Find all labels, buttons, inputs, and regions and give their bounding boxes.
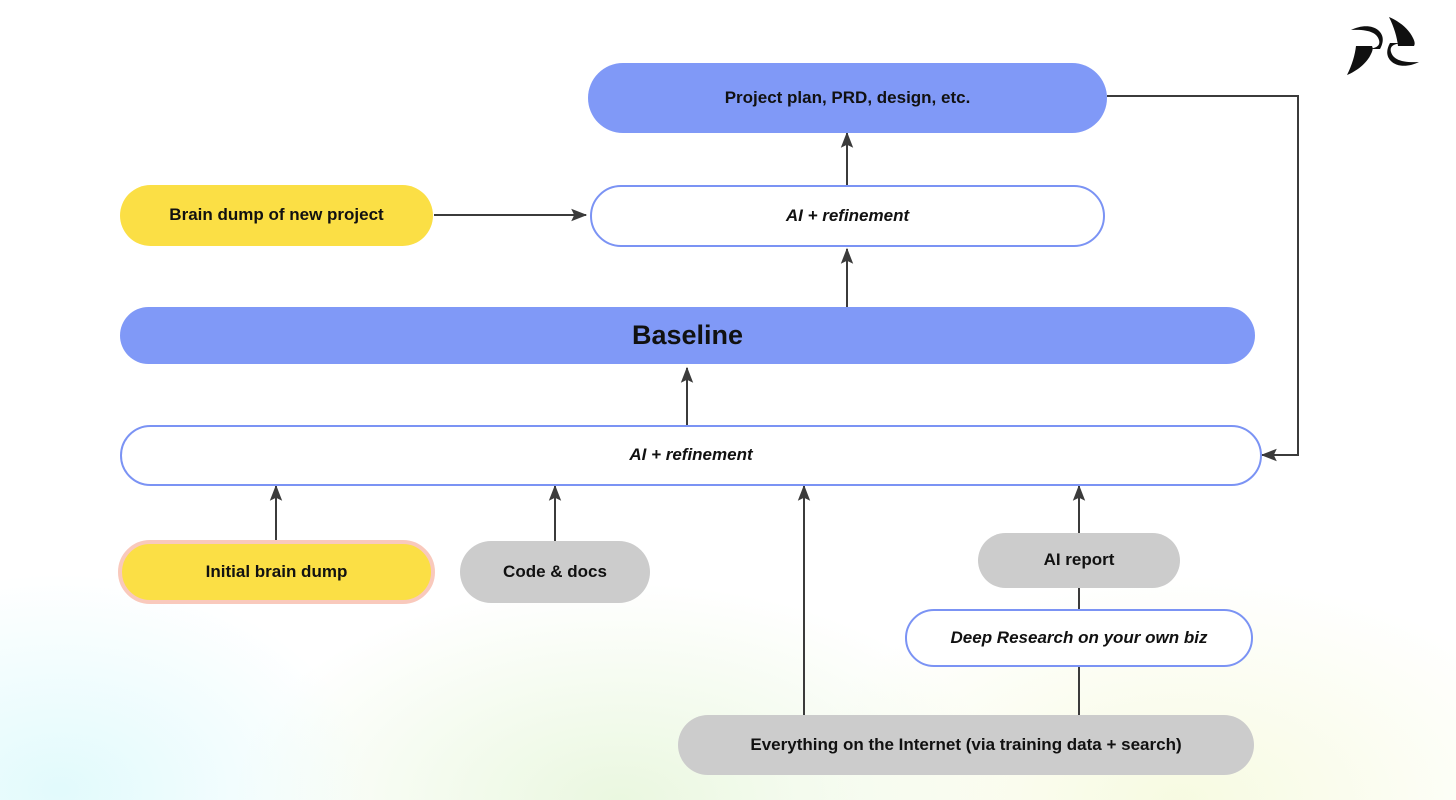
node-code-and-docs-label: Code & docs [503, 561, 607, 581]
node-deep-research[interactable]: Deep Research on your own biz [905, 609, 1253, 667]
node-initial-brain-dump-label: Initial brain dump [205, 561, 348, 581]
node-baseline[interactable]: Baseline [120, 307, 1255, 364]
node-initial-brain-dump[interactable]: Initial brain dump [118, 540, 435, 604]
node-ai-refinement-top-label: AI + refinement [785, 205, 910, 225]
node-ai-report-label: AI report [1043, 550, 1115, 570]
brand-logo-icon [1347, 17, 1419, 75]
node-baseline-label: Baseline [631, 320, 744, 351]
node-ai-refinement-top[interactable]: AI + refinement [590, 185, 1105, 247]
node-project-plan-label: Project plan, PRD, design, etc. [724, 87, 971, 107]
node-project-plan[interactable]: Project plan, PRD, design, etc. [588, 63, 1107, 133]
node-everything-on-the-internet-label: Everything on the Internet (via training… [750, 734, 1182, 754]
node-ai-refinement-bottom-label: AI + refinement [629, 445, 753, 465]
node-deep-research-label: Deep Research on your own biz [950, 627, 1208, 647]
node-code-and-docs[interactable]: Code & docs [460, 541, 650, 603]
edge-projectplan-feedback-to-airefinement [1107, 95, 1299, 462]
node-ai-refinement-bottom[interactable]: AI + refinement [120, 425, 1262, 486]
node-brain-dump-of-new-project[interactable]: Brain dump of new project [120, 185, 433, 246]
node-everything-on-the-internet[interactable]: Everything on the Internet (via training… [678, 715, 1254, 775]
node-brain-dump-of-new-project-label: Brain dump of new project [169, 205, 384, 225]
node-ai-report[interactable]: AI report [978, 533, 1180, 588]
